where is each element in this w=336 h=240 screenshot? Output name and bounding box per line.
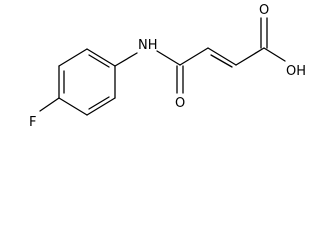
nh-label: NH	[138, 38, 158, 53]
o-amide-label: O	[175, 96, 185, 111]
benzene-ring	[58, 48, 116, 116]
cf-bond	[39, 97, 60, 112]
ring-bond	[86, 97, 116, 116]
acid-hydroxyl-bond	[263, 47, 286, 62]
ring-double-bond	[88, 96, 110, 110]
f-label: F	[29, 115, 36, 130]
molecule-structure: NH O O OH F	[29, 3, 306, 130]
cn-aryl-bond	[114, 52, 138, 67]
alkene-double-bond	[210, 54, 233, 68]
ring-bond	[58, 97, 88, 116]
ring-double-bond	[88, 54, 110, 68]
alkene-double-bond	[207, 47, 237, 66]
cn-amide-bond	[156, 50, 181, 66]
chain-bond	[235, 47, 265, 66]
ring-bond	[58, 48, 88, 67]
ring-bond	[86, 48, 116, 67]
o-acid-label: O	[259, 3, 269, 18]
chain-bond	[179, 47, 209, 66]
oh-label: OH	[286, 64, 306, 79]
